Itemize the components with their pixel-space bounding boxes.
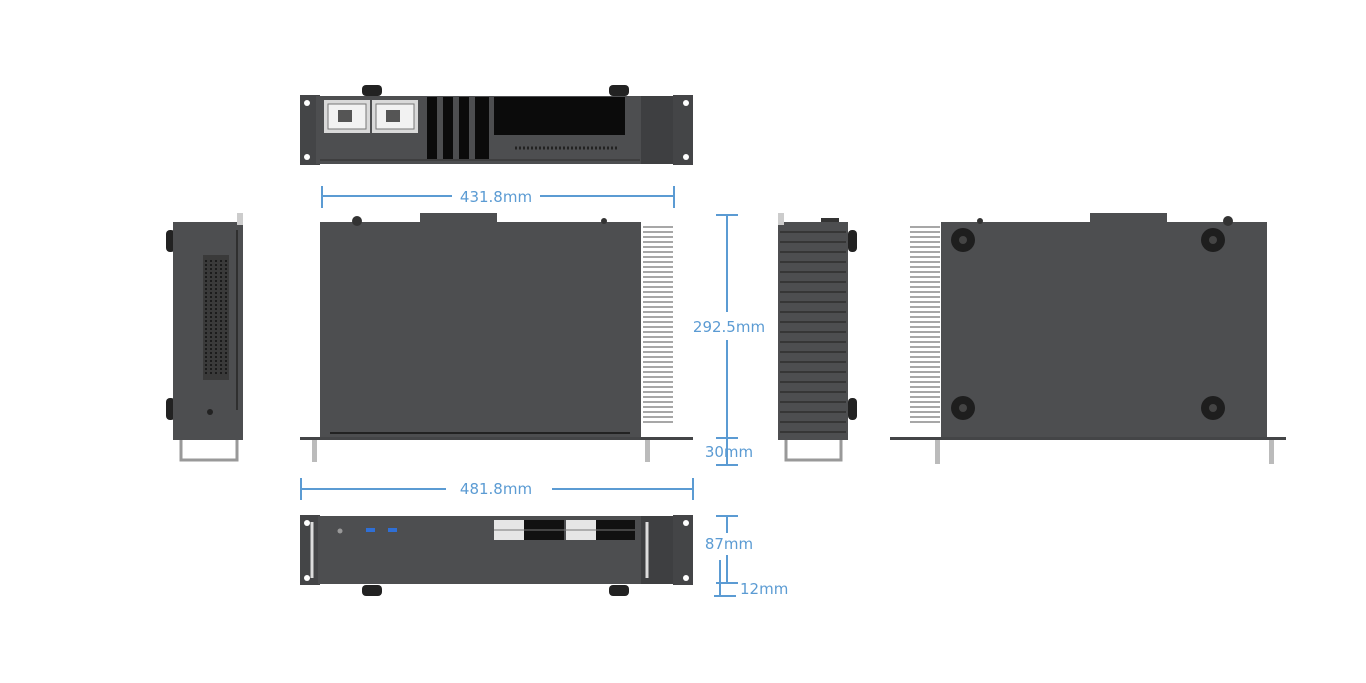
dimension-depth: 292.5mm <box>693 214 765 439</box>
rubber-foot-icon <box>609 85 629 96</box>
rubber-foot-icon <box>951 228 975 252</box>
rubber-foot-icon <box>951 396 975 420</box>
rack-ear-right <box>673 95 693 165</box>
rack-ear-right <box>673 515 693 585</box>
dimension-foot-bottom-label: 12mm <box>740 580 788 598</box>
expansion-slot <box>443 97 453 159</box>
rack-ear-left <box>300 515 320 585</box>
psu-module-icon <box>372 100 418 133</box>
usb-port-icon <box>366 528 375 532</box>
rear-view <box>300 85 693 165</box>
left-side-view <box>166 213 243 462</box>
io-panel <box>494 97 625 135</box>
rubber-foot-icon <box>166 398 175 420</box>
right-side-view <box>778 213 857 462</box>
rack-ear-left <box>300 95 320 165</box>
heatsink-fins <box>641 224 673 436</box>
expansion-slot <box>459 97 469 159</box>
rubber-foot-icon <box>166 230 175 252</box>
dimension-top-width-label: 431.8mm <box>460 188 532 206</box>
power-button-icon <box>337 528 343 534</box>
usb-port-icon <box>388 528 397 532</box>
rubber-foot-icon <box>848 398 857 420</box>
rack-handle-icon <box>179 440 239 462</box>
dimension-top-width: 431.8mm <box>321 186 675 208</box>
psu-module-icon <box>324 100 370 133</box>
top-view <box>300 213 693 462</box>
dimension-height: 87mm <box>705 515 753 584</box>
rubber-foot-icon <box>1201 396 1225 420</box>
rubber-foot-icon <box>362 585 382 596</box>
dimension-foot-bottom: 12mm <box>714 560 788 598</box>
rubber-foot-icon <box>362 85 382 96</box>
dimension-depth-label: 292.5mm <box>693 318 765 336</box>
dimension-overall-width: 481.8mm <box>300 478 694 500</box>
dimension-height-label: 87mm <box>705 535 753 553</box>
dimension-overall-width-label: 481.8mm <box>460 480 532 498</box>
bottom-view <box>890 213 1286 464</box>
rack-handle-icon <box>784 440 843 462</box>
dimension-foot-height-label: 30mm <box>705 443 753 461</box>
rubber-foot-icon <box>1201 228 1225 252</box>
rubber-foot-icon <box>609 585 629 596</box>
dimension-foot-height: 30mm <box>705 438 753 466</box>
front-view <box>300 515 693 596</box>
rubber-foot-icon <box>848 230 857 252</box>
heatsink-fins <box>909 224 941 436</box>
expansion-slot <box>475 97 489 159</box>
expansion-slot <box>427 97 437 159</box>
